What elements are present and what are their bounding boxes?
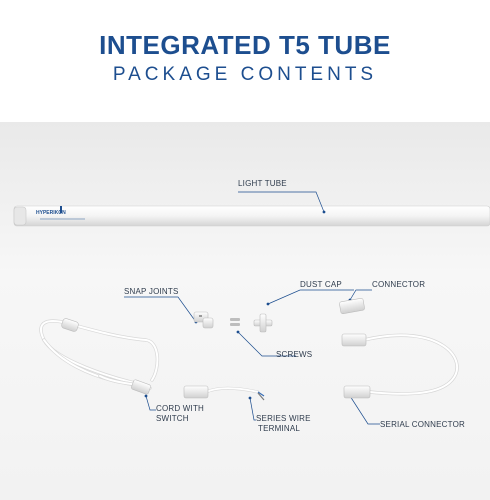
leader-dot-dust bbox=[266, 302, 270, 306]
label-series-wire-line1: SERIES WIRE bbox=[256, 414, 311, 423]
label-dust-cap: DUST CAP bbox=[300, 280, 342, 289]
label-series-wire-line2: TERMINAL bbox=[258, 424, 301, 433]
label-cord-with-switch-line1: CORD WITH bbox=[156, 404, 205, 413]
light-tube: HYPERIKON bbox=[13, 205, 490, 227]
leader-dot-tube bbox=[322, 210, 326, 214]
leader-lines bbox=[124, 191, 380, 425]
page-subtitle: PACKAGE CONTENTS bbox=[112, 64, 378, 85]
series-wire-terminal bbox=[183, 385, 265, 401]
dust-cap bbox=[253, 313, 273, 333]
serial-connector bbox=[341, 333, 459, 399]
label-serial-connector: SERIAL CONNECTOR bbox=[380, 420, 465, 429]
snap-joints bbox=[193, 311, 214, 329]
tube-brand-text: HYPERIKON bbox=[36, 210, 66, 216]
label-light-tube: LIGHT TUBE bbox=[238, 179, 287, 188]
label-cord-with-switch-line2: SWITCH bbox=[156, 414, 189, 423]
inline-switch bbox=[61, 318, 79, 332]
screws bbox=[230, 318, 240, 326]
label-connector: CONNECTOR bbox=[372, 280, 426, 289]
label-snap-joints: SNAP JOINTS bbox=[124, 287, 179, 296]
leader-dot-series bbox=[248, 396, 252, 400]
label-screws: SCREWS bbox=[276, 350, 313, 359]
page-title: INTEGRATED T5 TUBE bbox=[99, 30, 391, 60]
header-banner: INTEGRATED T5 TUBE PACKAGE CONTENTS bbox=[0, 0, 490, 122]
leader-dot-screws bbox=[236, 330, 240, 334]
connector bbox=[339, 298, 365, 314]
product-stage bbox=[0, 122, 490, 500]
cord-plug bbox=[131, 379, 151, 395]
cord-with-switch bbox=[39, 319, 160, 390]
leader-dot-cord bbox=[144, 394, 148, 398]
